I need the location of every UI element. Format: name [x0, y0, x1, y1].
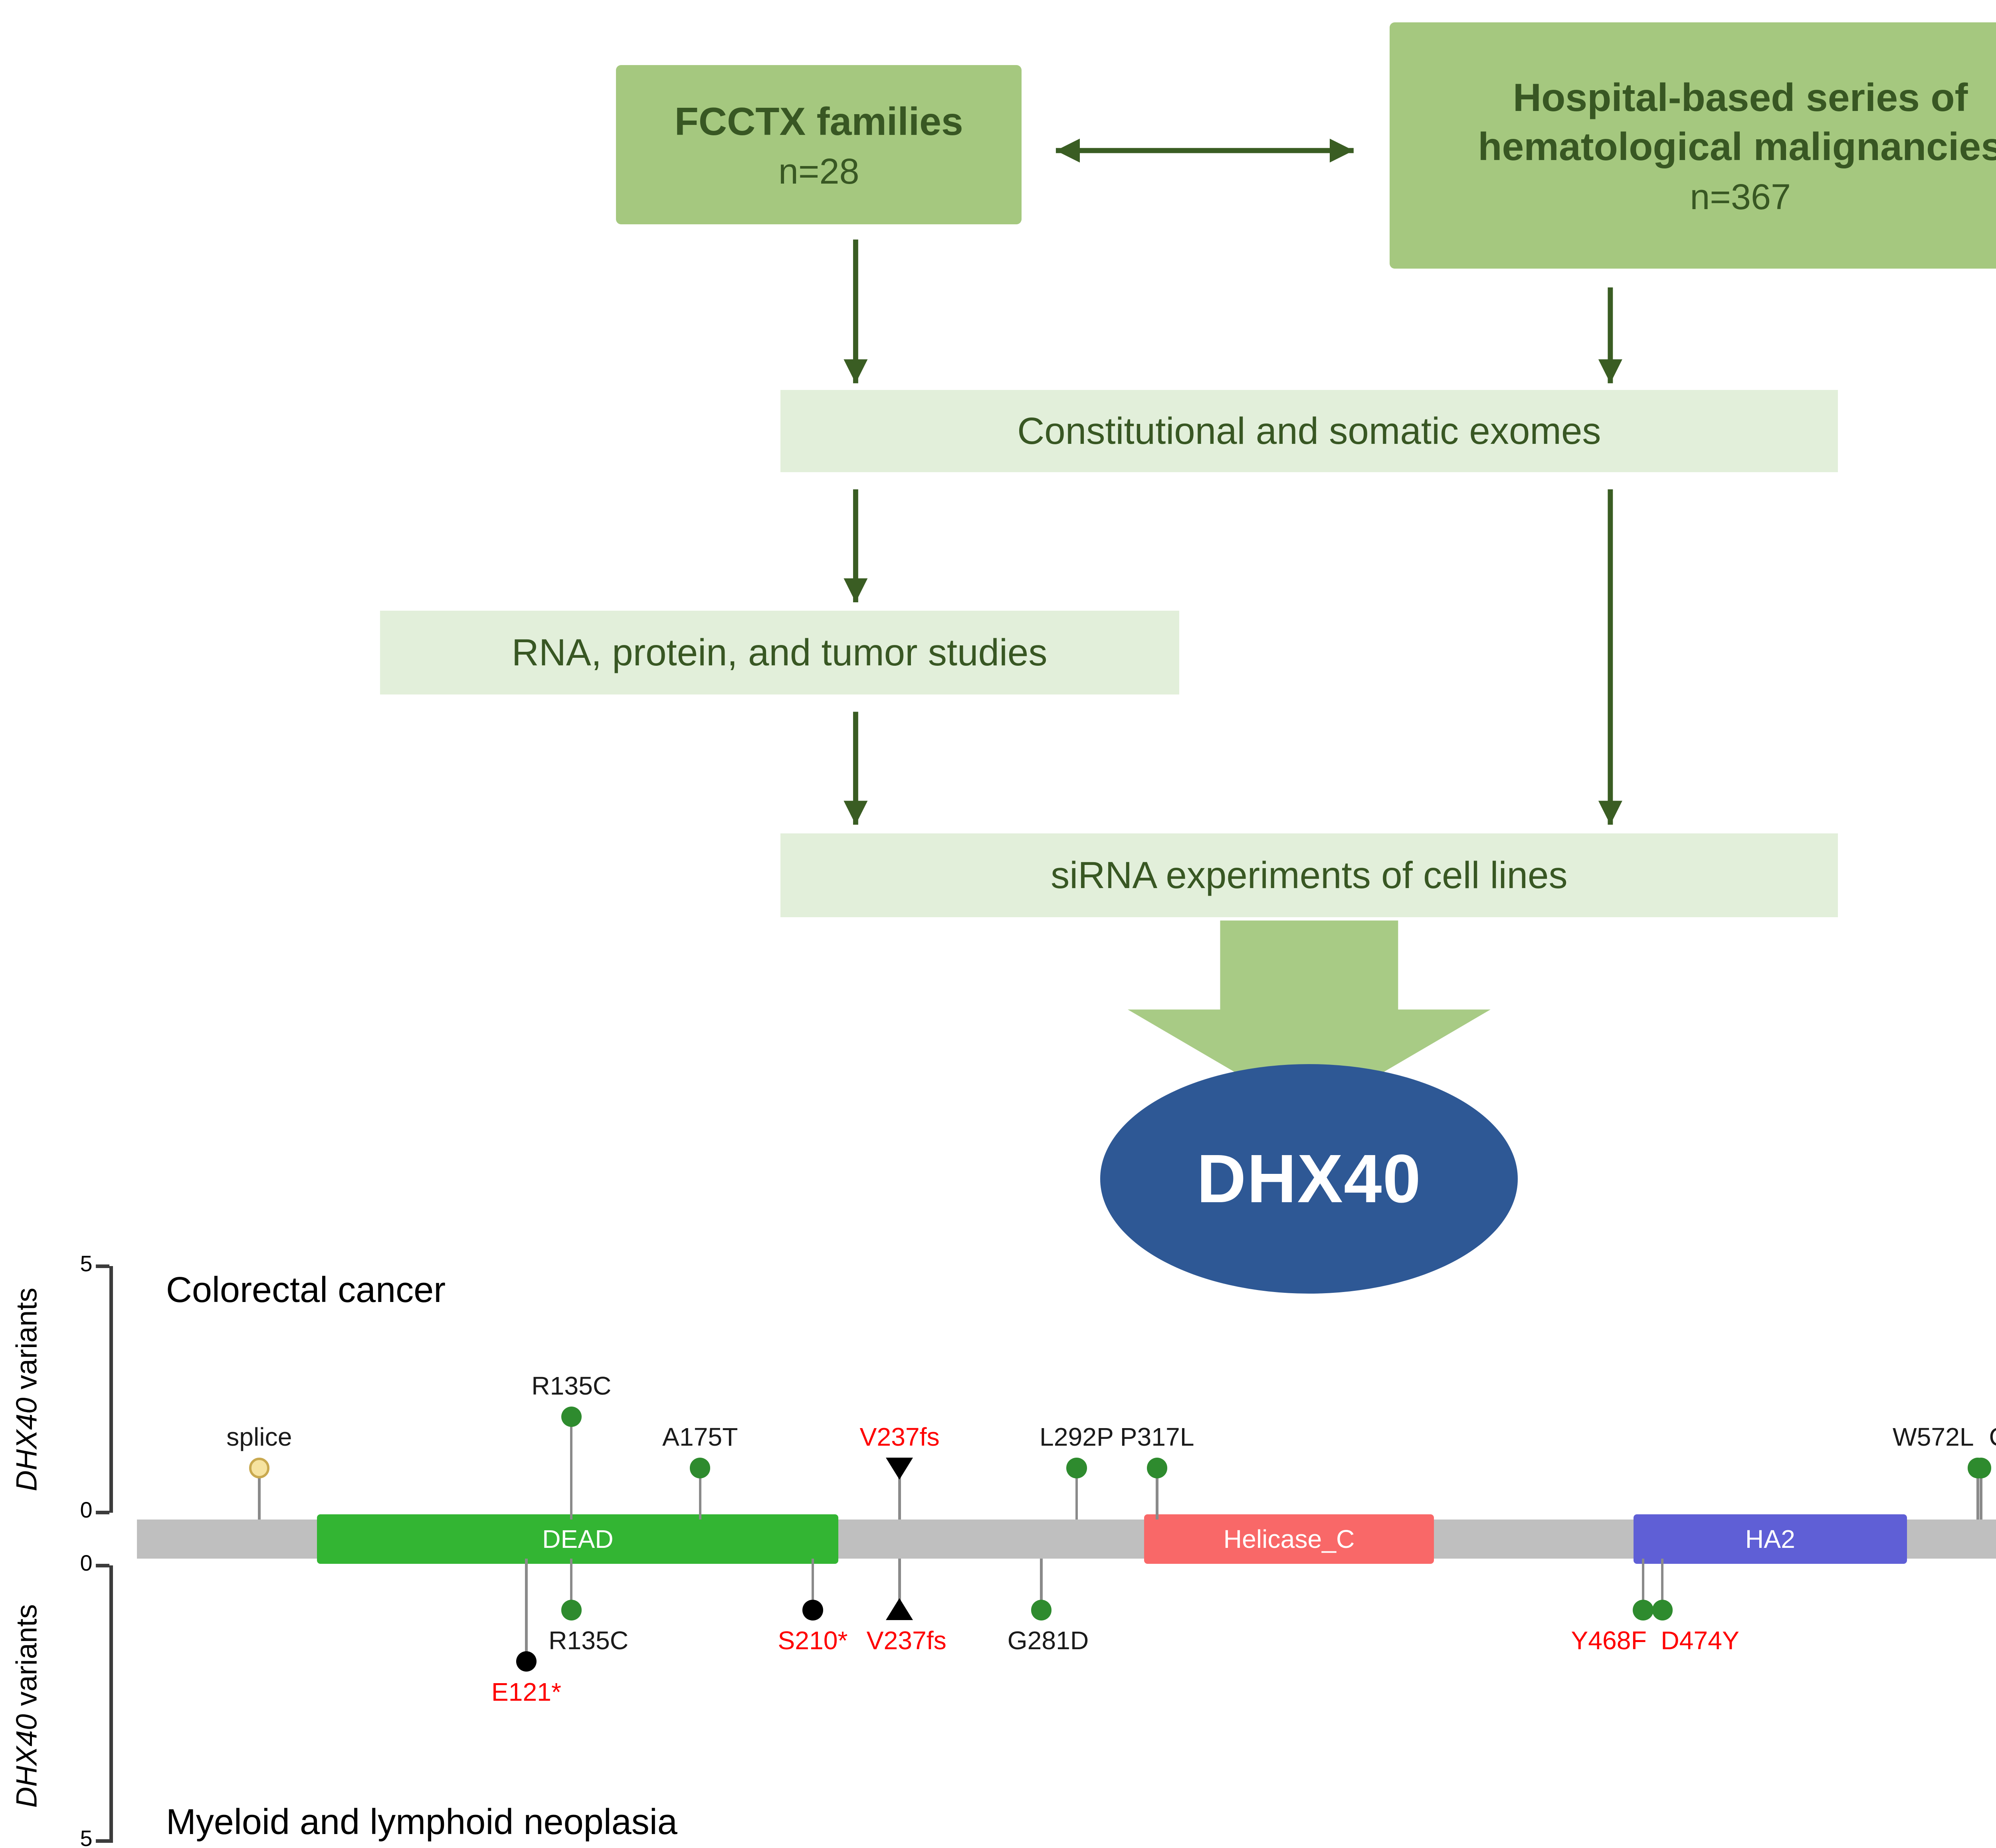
variant-label: E121* — [491, 1678, 561, 1707]
variant-label: V237fs — [859, 1423, 940, 1452]
domain-ha2: HA2 — [1633, 1514, 1907, 1564]
gene-name-italic: DHX40 — [10, 1397, 43, 1491]
axis-tick — [96, 1264, 110, 1268]
variant-label: D474Y — [1661, 1626, 1739, 1655]
sirna-box: siRNA experiments of cell lines — [780, 833, 1838, 917]
variant-label: S210* — [778, 1626, 848, 1655]
variant-label: Y468F — [1571, 1626, 1647, 1655]
variant-marker-missense — [690, 1458, 711, 1478]
y-axis-label-top: DHX40 variants — [10, 1235, 48, 1543]
tick-label-top-0: 0 — [80, 1497, 93, 1522]
dhx40-ellipse: DHX40 — [1100, 1064, 1518, 1294]
variant-stem — [1040, 1559, 1043, 1610]
variant-stem — [570, 1417, 573, 1520]
variant-stem — [1156, 1468, 1158, 1520]
y-axis-label-bottom: DHX40 variants — [10, 1552, 48, 1848]
variant-marker-missense — [1066, 1458, 1087, 1478]
tick-label-top-5: 5 — [80, 1251, 93, 1276]
flowchart-arrows — [844, 139, 1622, 1116]
variant-stem — [1661, 1559, 1664, 1610]
fcctx-title: FCCTX families — [674, 99, 963, 143]
variant-stem — [1976, 1468, 1979, 1520]
fcctx-families-box: FCCTX families n=28 — [616, 65, 1022, 224]
dhx40-gene-label: DHX40 — [1196, 1141, 1422, 1217]
variant-marker-frameshift — [886, 1458, 913, 1480]
variant-marker-missense — [561, 1600, 582, 1620]
axis-tick — [96, 1564, 110, 1567]
variant-stem — [258, 1468, 261, 1520]
rna-studies-box: RNA, protein, and tumor studies — [380, 611, 1179, 695]
variant-label: G281D — [1007, 1626, 1089, 1655]
variant-marker-truncating — [802, 1600, 823, 1620]
tick-label-bottom-5: 5 — [80, 1826, 93, 1848]
gene-name-italic: DHX40 — [10, 1714, 43, 1808]
variant-stem — [898, 1559, 901, 1610]
big-arrow-to-dhx40 — [1127, 920, 1491, 1116]
fcctx-count: n=28 — [778, 151, 859, 192]
y-axis-bottom-segment — [109, 1565, 113, 1843]
domain-dead: DEAD — [317, 1514, 839, 1564]
variant-marker-missense — [1633, 1600, 1653, 1620]
variant-label: R135C — [531, 1371, 612, 1400]
variant-marker-missense — [1652, 1600, 1673, 1620]
axis-tick — [96, 1839, 110, 1843]
variant-stem — [1075, 1468, 1078, 1520]
variant-marker-frameshift — [886, 1598, 913, 1620]
variant-label: splice — [226, 1423, 292, 1452]
hospital-title: Hospital-based series of hematological m… — [1478, 75, 1996, 169]
exomes-box: Constitutional and somatic exomes — [780, 390, 1838, 473]
variant-marker-missense — [561, 1406, 582, 1427]
variant-label: R135C — [549, 1626, 629, 1655]
variant-stem — [699, 1468, 701, 1520]
plot-title-myeloid: Myeloid and lymphoid neoplasia — [166, 1802, 677, 1842]
tick-label-bottom-0: 0 — [80, 1550, 93, 1575]
variant-stem — [525, 1559, 528, 1662]
variant-stem — [811, 1559, 814, 1610]
y-axis-label-rest: variants — [10, 1604, 43, 1714]
y-axis-top-segment — [109, 1266, 113, 1513]
variant-marker-missense — [1970, 1458, 1992, 1478]
plot-title-colorectal: Colorectal cancer — [166, 1270, 446, 1310]
variant-stem — [1642, 1559, 1645, 1610]
variant-stem — [570, 1559, 573, 1610]
variant-label: W572L — [1892, 1423, 1974, 1452]
hospital-series-box: Hospital-based series of hematological m… — [1389, 22, 1996, 269]
variant-label: L292P — [1040, 1423, 1114, 1452]
variant-label: V237fs — [866, 1626, 947, 1655]
variant-label: C573R — [1926, 1422, 1996, 1452]
variant-label: A175T — [662, 1423, 738, 1452]
variant-marker-missense — [1147, 1458, 1168, 1478]
variant-marker-splice — [249, 1458, 269, 1478]
variant-stem — [1980, 1468, 1982, 1520]
variant-marker-truncating — [516, 1651, 537, 1672]
hospital-count: n=367 — [1690, 177, 1791, 217]
domain-helicase_c: Helicase_C — [1144, 1514, 1434, 1564]
variant-marker-missense — [1031, 1600, 1052, 1620]
domain-label: HA2 — [1745, 1524, 1795, 1553]
domain-label: Helicase_C — [1223, 1524, 1355, 1553]
y-axis-label-rest: variants — [10, 1287, 43, 1398]
variant-label: P317L — [1120, 1423, 1194, 1452]
variant-stem — [898, 1468, 901, 1520]
axis-tick — [96, 1511, 110, 1514]
domain-label: DEAD — [542, 1524, 614, 1553]
